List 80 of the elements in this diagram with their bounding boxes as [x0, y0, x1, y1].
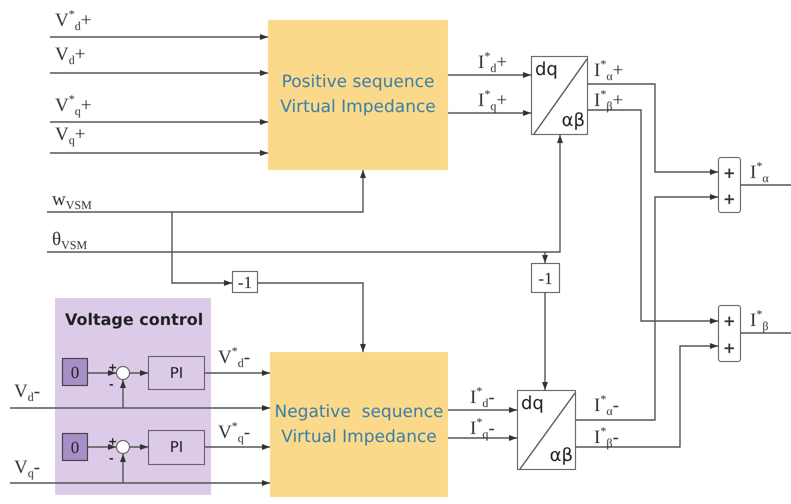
signal-label: I$^{*}$$_{d}$+ [478, 50, 508, 74]
signal-label: w$_{VSM}$ [52, 190, 92, 211]
arrow [50, 150, 268, 156]
summing-block [718, 157, 741, 213]
signal-label: I$^{*}$$_{q}$+ [478, 88, 508, 112]
signal-label: I$^{*}$$_{α}$+ [594, 58, 624, 82]
signal-label: I$^{*}$$_{α}$- [594, 393, 619, 417]
sign-label: - [109, 453, 114, 464]
sign-label: - [109, 379, 114, 390]
signal-label: V$^{*}$$_{d}$+ [55, 8, 92, 32]
arrow [448, 407, 517, 413]
block-title: Negative sequence Virtual Impedance [273, 400, 445, 448]
arrow [47, 135, 563, 253]
value-label: 0 [70, 364, 80, 380]
arrow [542, 252, 548, 263]
summing-block [718, 305, 741, 362]
arrow [120, 454, 126, 483]
signal-label: V$_{d}$- [14, 382, 40, 403]
sign-label: + [723, 166, 736, 181]
arrow [10, 480, 270, 486]
pi-controller [148, 430, 205, 465]
frame-label: dq [521, 395, 544, 413]
gain-block [531, 263, 560, 293]
sign-label: + [723, 192, 736, 207]
signal-line [741, 332, 791, 334]
arrow [10, 405, 270, 411]
arrow [205, 370, 270, 376]
impedance-block [270, 352, 448, 497]
pi-controller [148, 356, 205, 390]
sign-label: + [723, 314, 736, 329]
group-title: Voltage control [65, 310, 204, 329]
frame-label: dq [535, 61, 558, 79]
arrow [50, 34, 268, 40]
arrow [130, 370, 148, 376]
arrow [88, 444, 116, 450]
control-group [55, 298, 211, 495]
signal-label: V$^{*}$$_{q}$+ [55, 93, 92, 117]
signal-label: V$^{*}$$_{q}$- [218, 420, 250, 444]
block-label: PI [170, 366, 184, 380]
arrow [576, 194, 718, 421]
arrow [542, 293, 548, 390]
arrow [588, 109, 718, 324]
signal-label: I$^{*}$$_{β}$+ [594, 88, 624, 112]
value-label: 0 [70, 438, 80, 456]
arrow [576, 343, 718, 448]
signal-label: V$_{q}$+ [55, 125, 86, 146]
block-label: PI [170, 440, 184, 455]
signal-label: I$^{*}$$_{q}$- [470, 416, 495, 440]
frame-label: αβ [562, 112, 585, 130]
arrow [448, 435, 517, 441]
arrow [50, 70, 268, 76]
arrow [258, 282, 366, 352]
impedance-block [268, 20, 448, 170]
frame-label: αβ [550, 447, 573, 465]
arrow [47, 170, 366, 213]
arrow [205, 444, 270, 450]
value-label: -1 [538, 270, 553, 286]
arrow [50, 119, 268, 125]
signal-label: θ$_{VSM}$ [52, 230, 88, 251]
arrow [88, 370, 116, 376]
sign-label: + [108, 362, 118, 373]
gain-block [232, 271, 258, 293]
arrow [171, 212, 232, 286]
constant-block [62, 433, 88, 461]
block-title: Positive sequence Virtual Impedance [279, 71, 437, 119]
signal-label: V$_{q}$- [14, 458, 40, 479]
arrow [588, 83, 718, 175]
arrow [120, 380, 126, 408]
sign-label: + [723, 341, 736, 356]
signal-label: I$^{*}$$_{β}$- [594, 425, 619, 449]
arrow [448, 110, 531, 116]
value-label: -1 [238, 274, 252, 290]
signal-label: V$^{*}$$_{d}$- [218, 345, 250, 369]
signal-line [741, 184, 791, 186]
arrow [130, 444, 148, 450]
signal-label: V$_{d}$+ [55, 45, 86, 66]
constant-block [62, 358, 88, 386]
arrow [448, 72, 531, 78]
sign-label: + [108, 436, 118, 447]
signal-label: I$^{*}$$_{d}$- [470, 385, 495, 409]
